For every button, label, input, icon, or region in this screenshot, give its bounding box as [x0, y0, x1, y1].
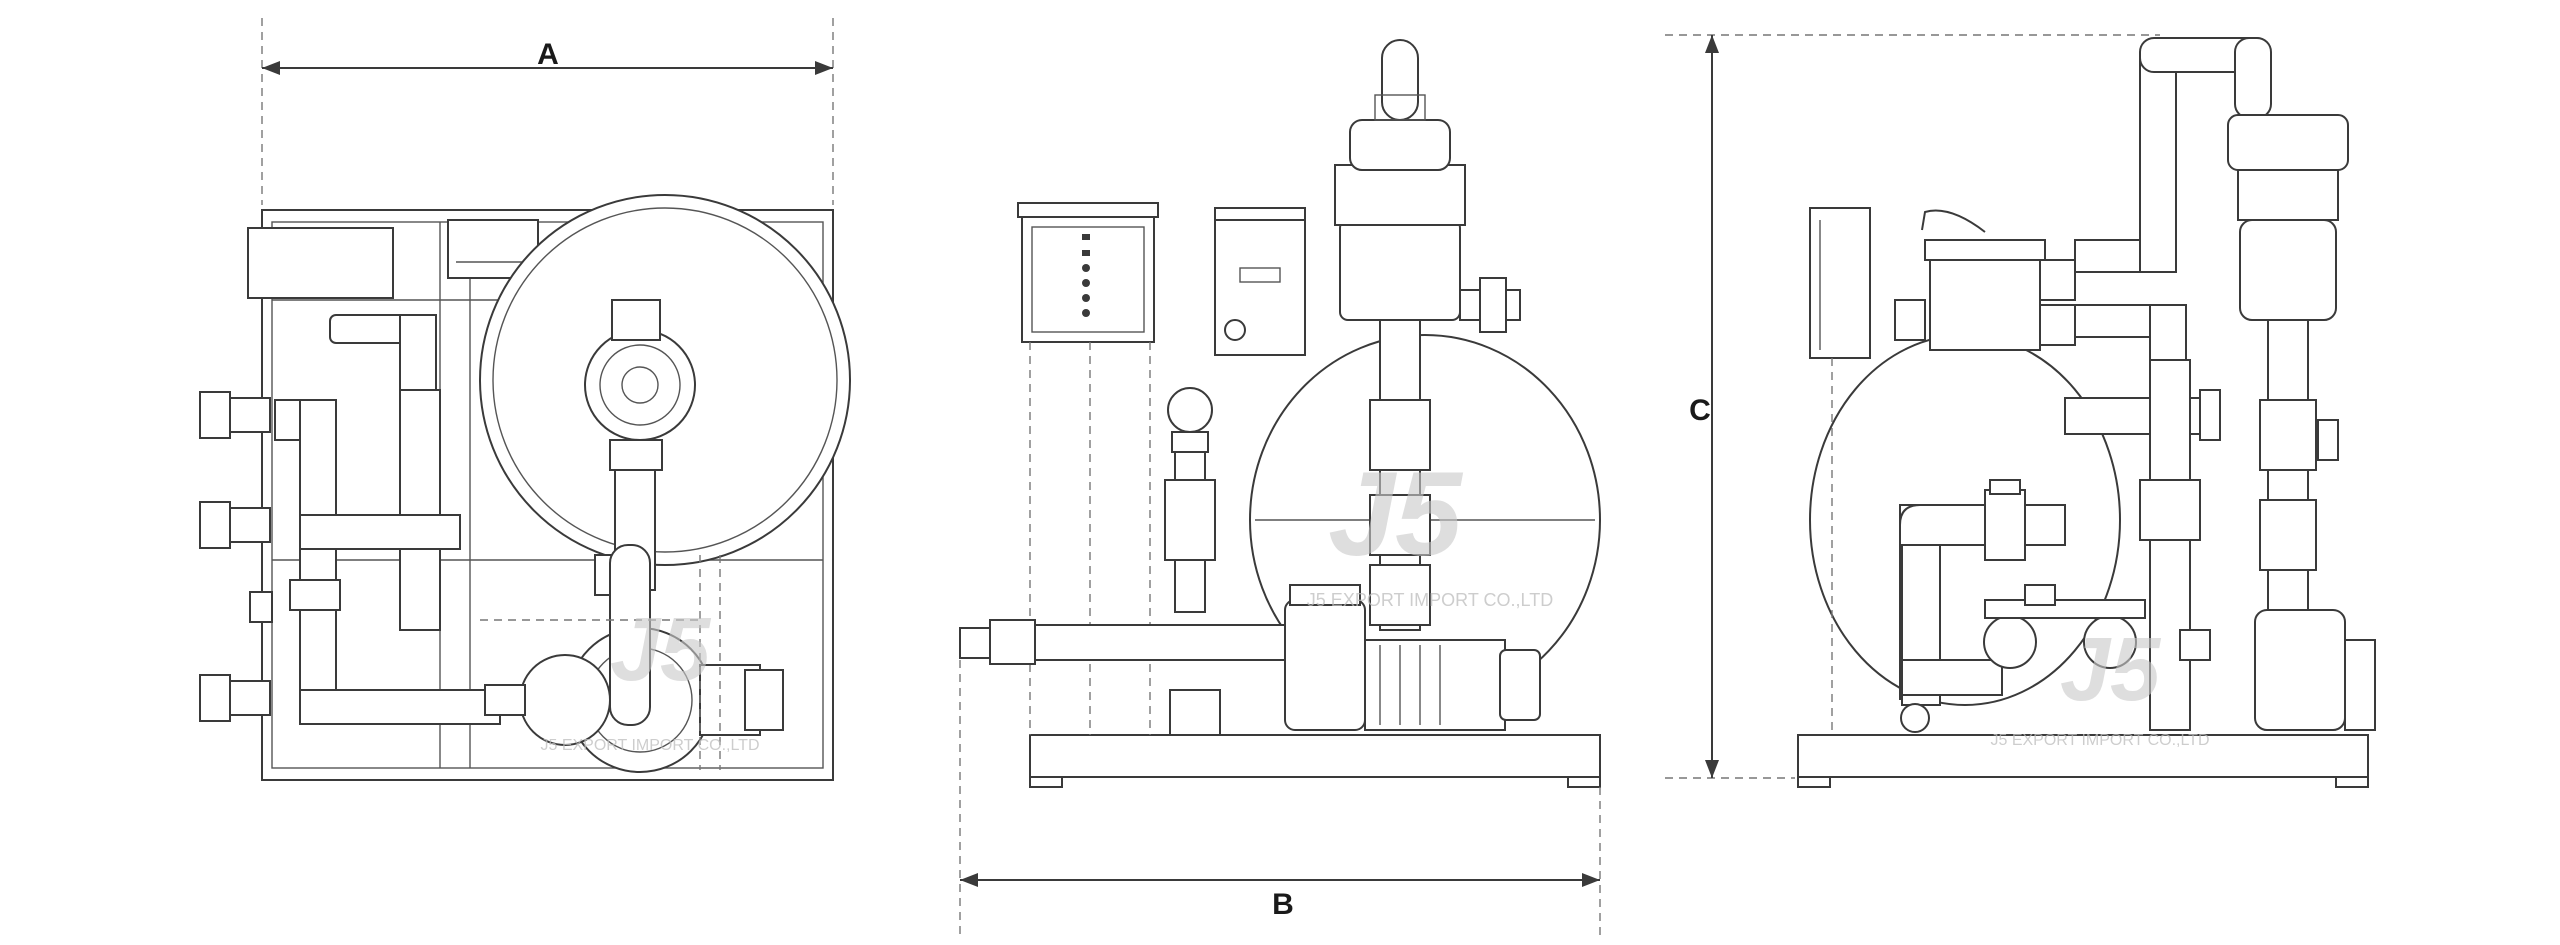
watermark-company: J5 EXPORT IMPORT CO.,LTD — [1307, 590, 1553, 610]
front-view: B — [959, 39, 1601, 935]
dimension-c: C — [1665, 34, 2160, 779]
top-view: A — [199, 18, 851, 781]
watermark-company-top: J5 EXPORT IMPORT CO.,LTD — [540, 737, 759, 754]
dimension-b-label: B — [1272, 888, 1294, 921]
dimension-a: A — [261, 18, 834, 205]
dimension-c-label: C — [1689, 394, 1711, 427]
dimension-b: B — [959, 660, 1601, 935]
watermark: J5 J5 EXPORT IMPORT CO.,LTD J5 J5 EXPORT… — [540, 447, 2209, 754]
watermark-company-side: J5 EXPORT IMPORT CO.,LTD — [1990, 732, 2209, 749]
side-view: C — [1665, 34, 2376, 788]
watermark-logo-top: J5 — [610, 600, 712, 700]
watermark-logo-side: J5 — [2060, 620, 2162, 720]
dimension-a-label: A — [537, 38, 559, 71]
watermark-logo: J5 — [1328, 447, 1464, 581]
